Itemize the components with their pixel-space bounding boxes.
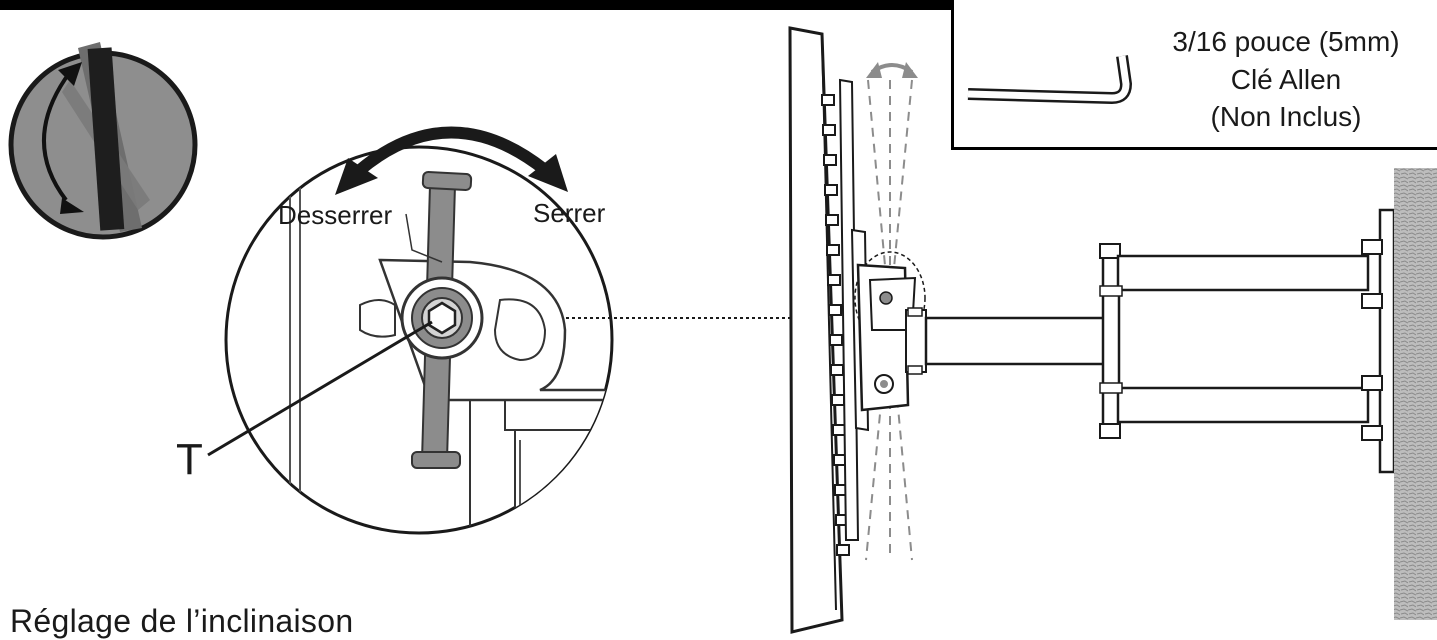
extension-arm <box>924 243 1370 439</box>
top-bar <box>0 0 1437 10</box>
tilt-arrow-icon <box>866 62 918 78</box>
tighten-label: Serrer <box>533 198 606 228</box>
wall-texture <box>1394 168 1437 620</box>
diagram-title: Réglage de l’inclinaison <box>10 603 354 639</box>
wall-plate <box>1361 208 1396 474</box>
tool-size: 3/16 pouce (5mm) <box>1172 26 1400 57</box>
tilt-bracket <box>854 251 927 412</box>
point-label: T <box>176 435 203 484</box>
loosen-label: Desserrer <box>278 200 393 230</box>
detail-zoom-circle <box>207 126 614 535</box>
tool-info-box <box>951 0 1437 150</box>
rotation-icon <box>8 42 198 240</box>
tool-name: Clé Allen <box>1230 64 1342 95</box>
allen-key-icon <box>967 55 1132 104</box>
tv-panel <box>788 26 870 634</box>
tool-note: (Non Inclus) <box>1210 101 1362 132</box>
